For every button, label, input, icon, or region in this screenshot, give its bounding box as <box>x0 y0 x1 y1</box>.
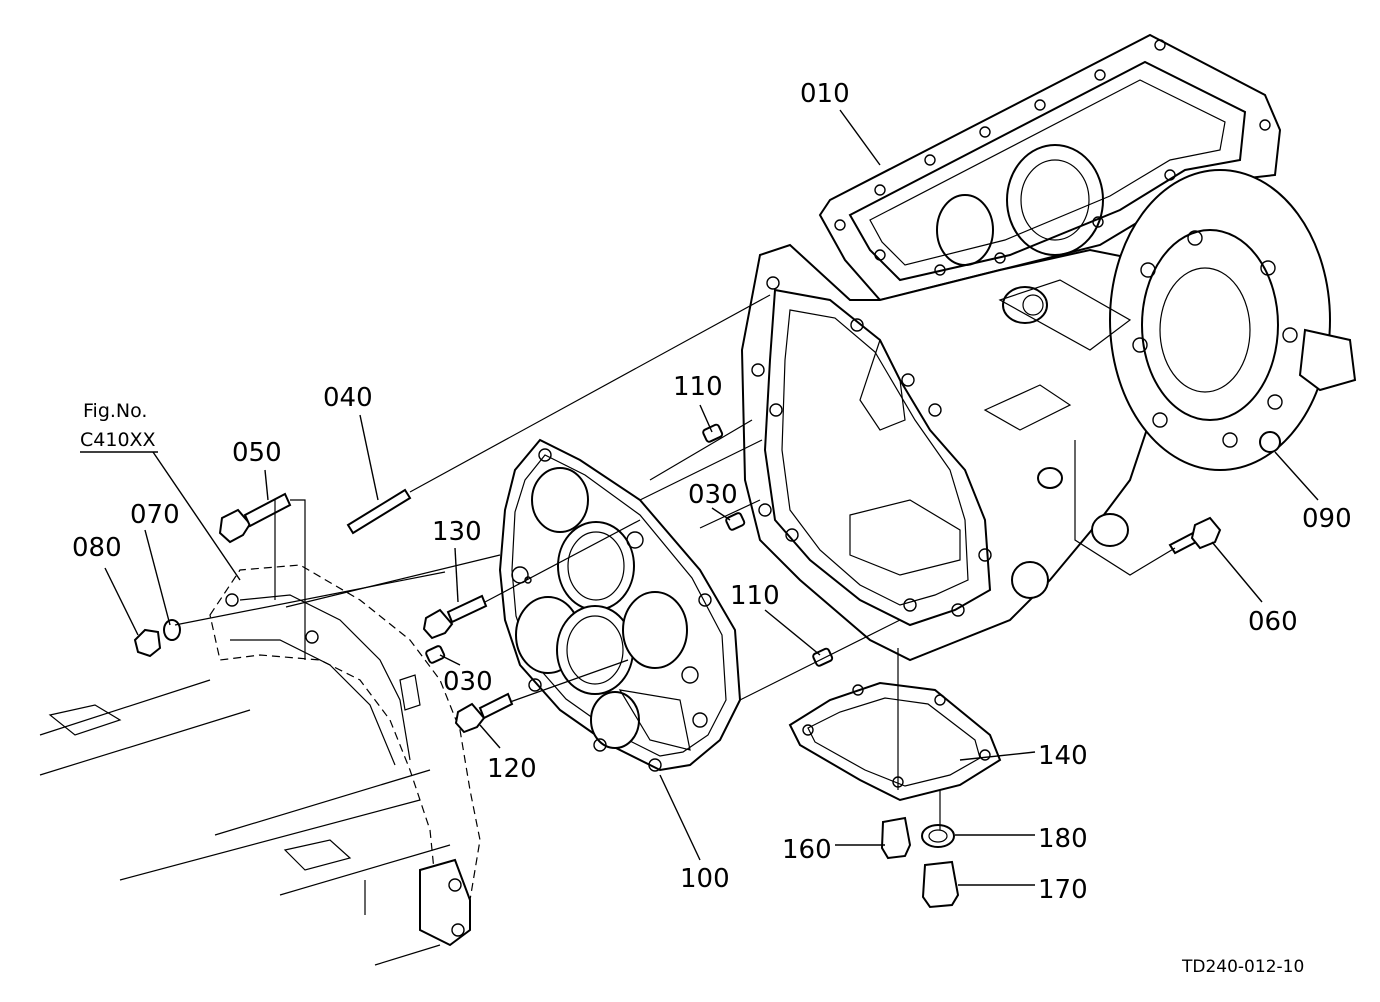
callout-130: 130 <box>432 517 482 547</box>
fig-no-value: C410XX <box>80 429 156 451</box>
callout-labels: Fig.No. C410XX 010 040 050 070 080 130 0… <box>72 79 1352 977</box>
callout-110-lower: 110 <box>730 581 780 611</box>
front-cover-drawing <box>498 438 742 772</box>
callout-120: 120 <box>487 754 537 784</box>
callout-080: 080 <box>72 533 122 563</box>
callout-030-upper: 030 <box>688 480 738 510</box>
callout-040: 040 <box>323 383 373 413</box>
callout-050: 050 <box>232 438 282 468</box>
assembly-guide-lines <box>174 294 1176 830</box>
callout-010: 010 <box>800 79 850 109</box>
callout-070: 070 <box>130 500 180 530</box>
drawing-code: TD240-012-10 <box>1181 957 1304 977</box>
callout-030-lower: 030 <box>443 667 493 697</box>
callout-180: 180 <box>1038 824 1088 854</box>
callout-140: 140 <box>1038 741 1088 771</box>
callout-170: 170 <box>1038 875 1088 905</box>
callout-060: 060 <box>1248 607 1298 637</box>
callout-160: 160 <box>782 835 832 865</box>
mounting-frame-drawing <box>39 564 481 966</box>
callout-leaders <box>80 109 1319 886</box>
fig-no-label: Fig.No. <box>83 400 147 422</box>
callout-110-upper: 110 <box>673 372 723 402</box>
callout-100: 100 <box>680 864 730 894</box>
transmission-case-drawing <box>740 33 1357 662</box>
callout-090: 090 <box>1302 504 1352 534</box>
